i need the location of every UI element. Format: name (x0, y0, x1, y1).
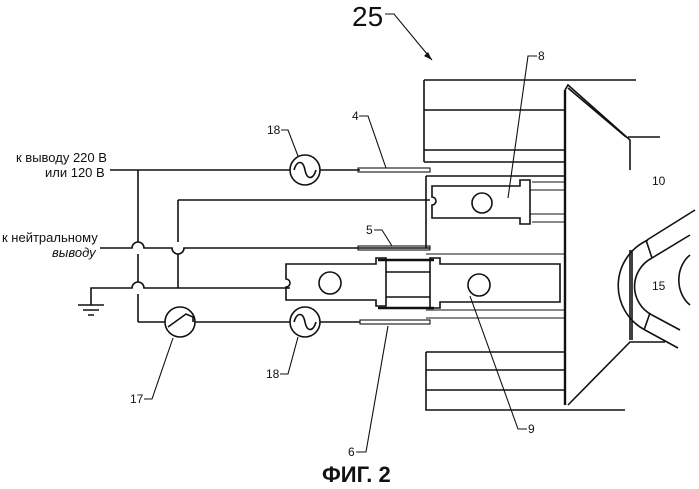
numeral-18-bottom: 18 (266, 367, 280, 381)
leader-18-bottom (280, 337, 298, 374)
leader-6 (356, 326, 388, 452)
housing-body (424, 80, 665, 410)
numeral-6: 6 (348, 445, 355, 459)
numeral-8: 8 (538, 49, 545, 63)
terminal-4 (358, 168, 430, 172)
numeral-15: 15 (652, 279, 666, 293)
supply-label-line1: к выводу 220 В (16, 150, 107, 165)
neutral-label-line1: к нейтральному (2, 230, 98, 245)
leader-17 (144, 338, 173, 399)
ground-icon (78, 305, 104, 315)
leader-5 (374, 230, 392, 246)
numeral-17: 17 (130, 392, 144, 406)
ac-wave-icon (294, 315, 316, 330)
neutral-label-line2: выводу (52, 245, 97, 260)
block-8 (432, 180, 565, 224)
ground-wire (91, 282, 290, 305)
numeral-10: 10 (652, 174, 666, 188)
leader-4 (359, 116, 386, 168)
leader-9 (470, 296, 527, 429)
arrowhead-icon (424, 52, 432, 60)
supply-label-line2: или 120 В (45, 165, 105, 180)
neutral-wire (100, 242, 430, 254)
leader-18-top (281, 130, 298, 156)
assembly-leader-arrow (385, 14, 432, 60)
terminal-6 (360, 320, 430, 324)
numeral-5: 5 (366, 223, 373, 237)
block-9 (286, 254, 565, 318)
numeral-18-top: 18 (267, 123, 281, 137)
ac-wave-icon (294, 163, 316, 178)
figure-caption: ФИГ. 2 (322, 462, 391, 487)
switch-17-symbol (165, 307, 195, 337)
switch-contact-icon (168, 314, 193, 327)
numeral-4: 4 (352, 109, 359, 123)
assembly-number-label: 25 (352, 1, 383, 32)
numeral-9: 9 (528, 422, 535, 436)
